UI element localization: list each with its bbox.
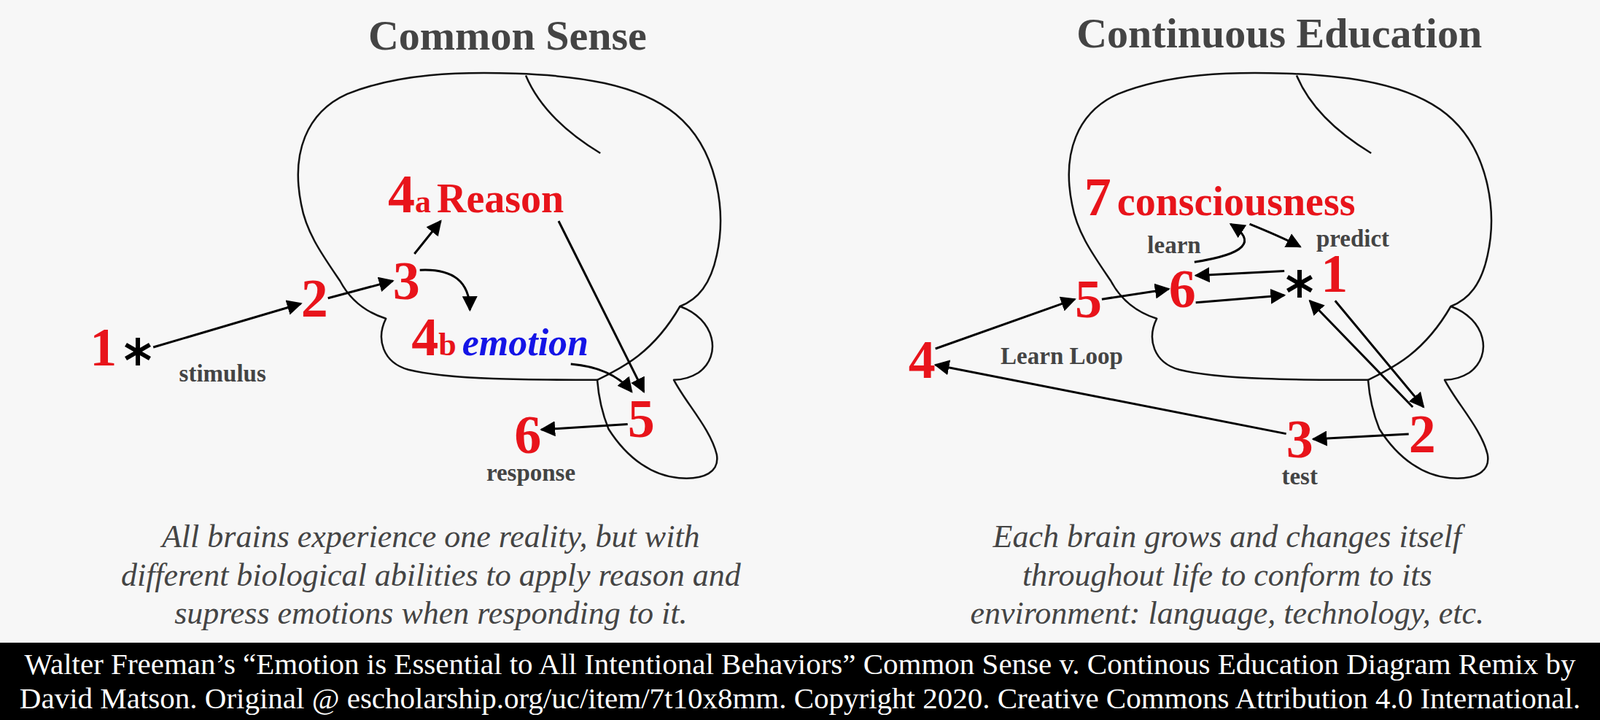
- diagram-point: 3test: [1286, 412, 1314, 466]
- diagram-point: 4bemotion: [411, 309, 589, 364]
- brain-outline: [1069, 72, 1492, 479]
- arrow-connector: [1249, 223, 1301, 247]
- callout-number: 7: [1084, 169, 1112, 224]
- callout-number: 3: [393, 253, 421, 308]
- callout-number: 3: [1286, 412, 1314, 466]
- arrow-connector: [1194, 223, 1245, 262]
- callout-number: 2: [1408, 406, 1436, 461]
- arrow-connector: [935, 298, 1075, 349]
- diagram-point: 5: [627, 391, 655, 446]
- star-symbol: [122, 336, 154, 367]
- cerebellum-line: [1368, 306, 1451, 380]
- arrow-connector: [420, 269, 471, 310]
- brain-sulcus: [1296, 75, 1372, 154]
- callout-number: 4: [908, 332, 936, 387]
- arrow-connector: [153, 303, 302, 348]
- brain-sulcus: [525, 75, 601, 154]
- node-label: response: [486, 460, 576, 485]
- callout-number: 1: [89, 320, 117, 375]
- callout-number: 6: [1169, 261, 1196, 316]
- star-stroke: [1287, 277, 1312, 291]
- diagram-point: 4: [908, 332, 936, 387]
- arrow-connector: [1195, 295, 1285, 303]
- node-label: stimulus: [179, 361, 267, 386]
- panel-title: Common Sense: [368, 14, 647, 57]
- panel-caption: Each brain grows and changes itself thro…: [942, 517, 1512, 633]
- edge-label: learn: [1147, 233, 1201, 258]
- node-label: Reason: [436, 177, 564, 219]
- brain-left: [298, 72, 721, 479]
- arrow-connector: [935, 364, 1287, 434]
- arrow-connector: [328, 280, 394, 299]
- callout-number: 6: [514, 407, 542, 462]
- star-stroke: [1287, 277, 1312, 291]
- diagram-point: 4aReason: [387, 167, 564, 221]
- callout-number: 5: [627, 391, 655, 446]
- panel-caption: All brains experience one reality, but w…: [110, 517, 752, 633]
- cerebellum-line: [597, 306, 680, 380]
- arrow-connector: [541, 423, 628, 430]
- callout-number: 4b: [411, 309, 456, 364]
- edge-label: predict: [1316, 226, 1390, 251]
- diagram-point: 6: [1169, 261, 1196, 316]
- diagram-point: 2: [1408, 406, 1436, 461]
- brain-outline: [298, 72, 721, 479]
- arrow-connector: [1313, 433, 1409, 440]
- callout-number: 2: [301, 271, 329, 326]
- diagram-point: 2: [301, 271, 329, 326]
- diagram-point: 7consciousness: [1084, 169, 1356, 224]
- arrow-connector: [1309, 300, 1413, 407]
- arrow-connector: [1101, 288, 1170, 299]
- node-label: emotion: [462, 323, 589, 362]
- diagram-point: 1stimulus: [89, 320, 154, 375]
- brain-right: [1069, 72, 1492, 479]
- edge-label: Learn Loop: [1000, 344, 1124, 369]
- star-stroke: [126, 344, 151, 359]
- arrow-connector: [414, 220, 441, 254]
- diagram-point: 5: [1074, 272, 1102, 326]
- node-label: test: [1281, 464, 1318, 489]
- panel-title: Continuous Education: [1076, 12, 1482, 55]
- arrow-connector: [1195, 270, 1285, 275]
- caption: Walter Freeman’s “Emotion is Essential t…: [8, 646, 1592, 716]
- diagram-point: 3: [393, 253, 421, 308]
- arrow-connector: [1335, 300, 1424, 407]
- callout-number: 1: [1320, 246, 1348, 301]
- callout-number: 5: [1074, 272, 1102, 326]
- node-label: consciousness: [1117, 180, 1356, 222]
- arrow-connector: [571, 363, 633, 392]
- arrow-connector: [558, 220, 644, 392]
- callout-number: 4a: [387, 167, 431, 221]
- star-stroke: [126, 344, 151, 359]
- star-symbol: [1284, 268, 1315, 299]
- diagram-point: 1: [1284, 246, 1348, 301]
- caption-band: Walter Freeman’s “Emotion is Essential t…: [0, 642, 1600, 720]
- diagram-point: 6response: [514, 407, 542, 462]
